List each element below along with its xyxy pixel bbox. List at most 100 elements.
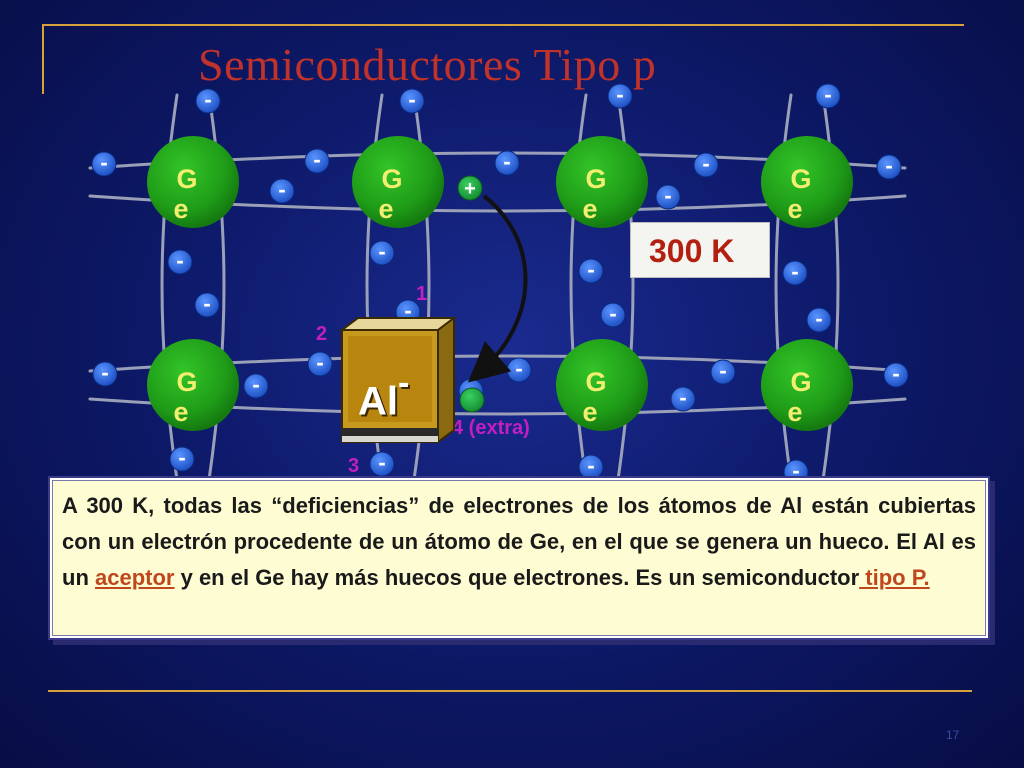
ge-label: e [787,194,802,224]
electron-sign: - [824,82,831,107]
ge-atom-body [556,136,648,228]
ge-atom-body [556,339,648,431]
keyword-aceptor: aceptor [95,565,175,590]
electron-sign: - [719,358,726,383]
electron-sign: - [252,372,259,397]
ge-label: e [787,397,802,427]
electron-transfer-arrow [467,194,528,383]
electron: - [607,82,633,109]
explanation-part-1: A 300 K, todas las “deficiencias” de ele… [62,493,976,590]
electron-sign: - [316,350,323,375]
al-symbol: Al- [358,364,409,424]
electron-body [169,446,195,472]
electron-body [167,249,193,275]
slide-title: Semiconductores Tipo p [198,39,657,90]
electron-body [304,148,330,174]
electron: - [167,248,193,275]
electron-sign: - [616,82,623,107]
electron-body [307,351,333,377]
electron: - [195,87,221,114]
left-rule [42,24,44,94]
electron: - [693,151,719,178]
electron-body [195,88,221,114]
electron-sign: - [792,458,799,483]
ge-atom: Ge [147,339,239,431]
al-impurity-cube [339,316,457,444]
temperature-label: 300 K [649,233,735,269]
electron-sign: - [587,453,594,478]
electron-sign: - [609,301,616,326]
ge-label: G [790,164,811,194]
al-symbol-text: Al [358,379,398,424]
bond-number-label: 2 [316,323,327,345]
ge-label: G [176,367,197,397]
ge-label: G [585,367,606,397]
electron-body [92,361,118,387]
ge-atom-body [761,136,853,228]
ge-label: e [582,194,597,224]
electron-sign: - [313,147,320,172]
ge-label: e [582,397,597,427]
ge-label: G [585,164,606,194]
electron: - [710,358,736,385]
bottom-rule [48,690,972,692]
electron-body [269,178,295,204]
electron: - [600,301,626,328]
ge-label: e [173,194,188,224]
ge-label: G [176,164,197,194]
electron-body [578,258,604,284]
explanation-box: A 300 K, todas las “deficiencias” de ele… [48,476,990,640]
electron: - [369,450,395,477]
ge-atom: Ge [761,339,853,431]
page-number: 17 [946,728,960,742]
electron-body [655,184,681,210]
electron-sign: - [378,450,385,475]
electron-sign: - [178,445,185,470]
ge-label: G [381,164,402,194]
ge-atom-body [147,339,239,431]
electron: - [369,239,395,266]
electron: - [806,306,832,333]
ge-atom-body [147,136,239,228]
electron: - [876,153,902,180]
top-rule [42,24,964,26]
al-charge: - [398,364,410,402]
electron: - [399,87,425,114]
keyword-tipo-p: tipo P. [859,565,930,590]
explanation-part-2: y en el Ge hay más huecos que electrones… [174,565,860,590]
extra-electron-body [459,387,485,413]
electron-sign: - [408,87,415,112]
electron: - [782,259,808,286]
electron-body [607,83,633,109]
electron: - [91,150,117,177]
electron-sign: - [815,306,822,331]
electron: - [269,177,295,204]
electron-body [883,362,909,388]
bond-number-label: 3 [348,455,359,477]
electron: - [815,82,841,109]
electron: - [494,149,520,176]
hole-sign: + [464,178,476,200]
electron: - [307,350,333,377]
electron-sign: - [679,385,686,410]
electron-sign: - [278,177,285,202]
electron: - [506,356,532,383]
temperature-box: 300 K [630,222,770,278]
ge-atom: Ge [761,136,853,228]
ge-label: e [378,194,393,224]
electron-sign: - [515,356,522,381]
ge-atom-body [352,136,444,228]
electron: - [194,291,220,318]
electron-body [91,151,117,177]
extra-electron [459,387,485,413]
bond-number-label: 4 (extra) [452,417,530,439]
electron-sign: - [101,360,108,385]
electron-sign: - [892,361,899,386]
electron: - [169,445,195,472]
electron: - [670,385,696,412]
hole: + [457,175,483,201]
electron-body [399,88,425,114]
